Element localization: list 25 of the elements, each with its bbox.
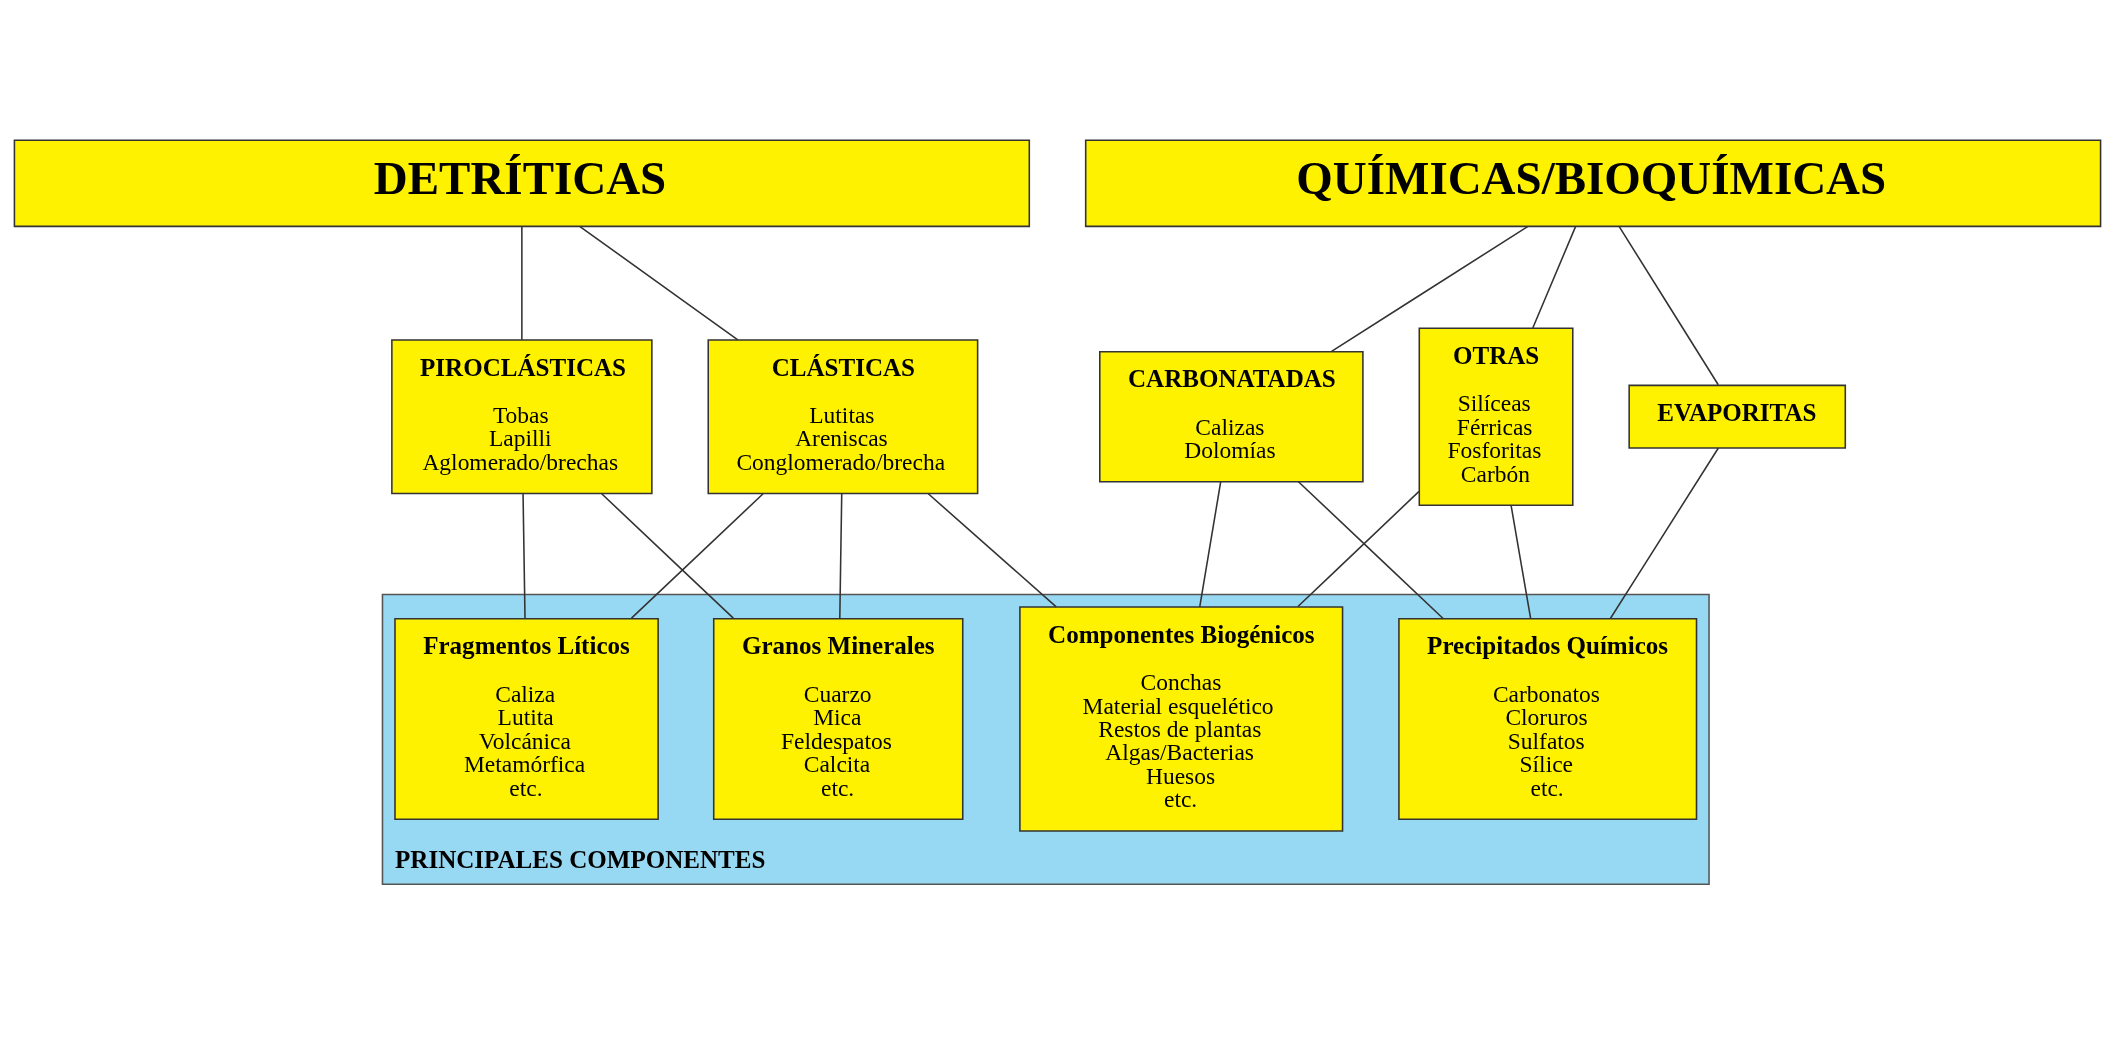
connector — [839, 492, 843, 619]
node-box: Granos Minerales Cuarzo Mica Feldespatos Calcita etc. — [712, 617, 964, 820]
connector — [521, 225, 523, 341]
connector — [1609, 447, 1720, 620]
node-box: PIROCLÁSTICAS Tobas Lapilli Aglomerado/brechas — [391, 339, 653, 495]
node-box: CLÁSTICAS Lutitas Areniscas Conglomerado/brecha — [707, 339, 979, 495]
node-box: Fragmentos Líticos Caliza Lutita Volcánica Metamórfica etc. — [394, 617, 659, 820]
connector — [579, 225, 739, 341]
node-box: QUÍMICAS/BIOQUÍMICAS — [1084, 139, 2102, 228]
connector — [522, 492, 526, 619]
node-box: Precipitados Químicos Carbonatos Cloruros Sulfatos Sílice etc. — [1398, 617, 1698, 820]
node-box: DETRÍTICAS — [13, 139, 1031, 228]
connector — [1618, 225, 1719, 386]
connector — [927, 492, 1058, 608]
node-box: Componentes Biogénicos Conchas Material esquelético Restos de plantas Algas/Bacterias Huesos etc. — [1019, 606, 1344, 832]
node-box: OTRAS Silíceas Férricas Fosforitas Carbón — [1418, 327, 1574, 506]
connector — [1297, 480, 1445, 620]
connector — [1532, 225, 1577, 329]
connector — [600, 492, 735, 619]
connector — [630, 492, 764, 619]
node-box: EVAPORITAS — [1628, 384, 1847, 449]
connector — [1330, 225, 1529, 353]
connector — [1198, 480, 1222, 608]
connector — [1297, 490, 1420, 608]
node-box: CARBONATADAS Calizas Dolomías — [1099, 350, 1364, 483]
